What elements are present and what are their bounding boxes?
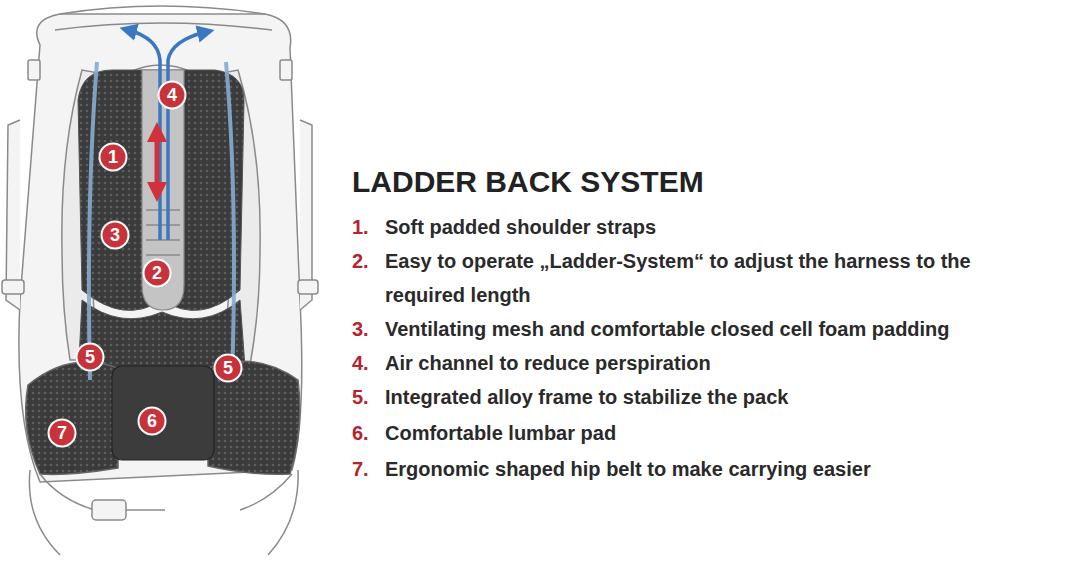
air-channel-arrows <box>128 30 206 240</box>
ladder-rungs <box>146 210 180 255</box>
callout-number: 7 <box>47 418 77 448</box>
callout-circle: 3 <box>100 220 130 250</box>
feature-text: Soft padded shoulder straps <box>385 210 656 244</box>
list-number: 3. <box>352 312 369 346</box>
callout-number: 2 <box>142 258 172 288</box>
callout-circle: 6 <box>137 406 167 436</box>
callout-number: 6 <box>137 406 167 436</box>
pack-body <box>2 6 318 482</box>
callout-number: 4 <box>157 80 187 110</box>
diagram-title: LADDER BACK SYSTEM <box>352 164 704 200</box>
callout-circle: 2 <box>142 258 172 288</box>
feature-text: Easy to operate „Ladder-System“ to adjus… <box>385 244 1035 312</box>
list-number: 4. <box>352 346 369 380</box>
list-number: 5. <box>352 380 369 414</box>
callout-number: 3 <box>100 220 130 250</box>
feature-text: Integrated alloy frame to stabilize the … <box>385 380 788 414</box>
callout-circle: 1 <box>98 142 128 172</box>
callout-circle: 5 <box>213 353 243 383</box>
list-number: 6. <box>352 416 369 450</box>
list-number: 2. <box>352 244 369 278</box>
feature-text: Ventilating mesh and comfortable closed … <box>385 312 950 346</box>
callout-circle: 5 <box>75 342 105 372</box>
hip-belt <box>26 361 300 555</box>
list-number: 1. <box>352 210 369 244</box>
adjust-arrow <box>155 132 160 192</box>
callout-number: 5 <box>213 353 243 383</box>
callout-number: 1 <box>98 142 128 172</box>
callout-circle: 4 <box>157 80 187 110</box>
feature-text: Comfortable lumbar pad <box>385 416 616 450</box>
callout-circle: 7 <box>47 418 77 448</box>
list-number: 7. <box>352 452 369 486</box>
lumbar-pad <box>112 366 214 460</box>
feature-text: Ergonomic shaped hip belt to make carryi… <box>385 452 871 486</box>
feature-text: Air channel to reduce perspiration <box>385 346 711 380</box>
callout-number: 5 <box>75 342 105 372</box>
